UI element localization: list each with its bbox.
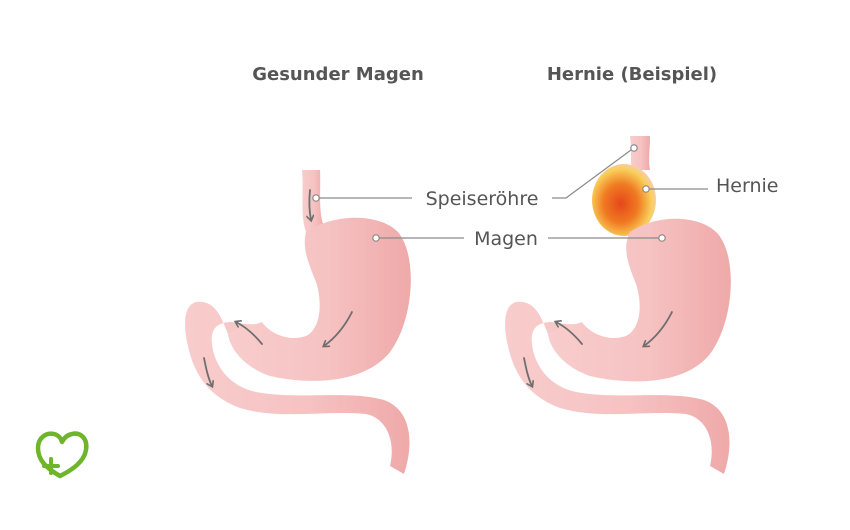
healthy-intestine <box>185 301 410 474</box>
healthy-stomach-arrow <box>324 311 353 346</box>
title-hernia: Hernie (Beispiel) <box>547 64 717 85</box>
hernia-stomach-arrow <box>644 311 673 346</box>
hernia-intestine <box>505 301 730 474</box>
healthy-esophagus <box>302 170 324 232</box>
hernia-esophagus-dot <box>630 144 638 152</box>
label-hernia: Hernie <box>716 175 778 197</box>
hernia-stomach-body <box>548 218 731 382</box>
healthy-esophagus-arrow <box>309 189 311 220</box>
leader-esophagus-hernia <box>552 149 632 199</box>
hernia-stomach <box>505 136 731 474</box>
hernia-pylorus-arrow <box>556 322 583 345</box>
healthy-stomach-body <box>228 217 411 381</box>
hernia-sac-dot <box>642 185 650 193</box>
hernia-sac <box>592 164 656 236</box>
label-stomach: Magen <box>474 228 538 250</box>
healthy-esophagus-dot <box>312 194 320 202</box>
healthy-intestine-arrow <box>203 357 212 386</box>
heart-plus-icon <box>35 431 89 479</box>
healthy-stomach <box>185 170 411 474</box>
healthy-pylorus-arrow <box>236 322 263 345</box>
title-healthy: Gesunder Magen <box>252 64 424 85</box>
healthy-stomach-dot <box>372 234 380 242</box>
hernia-stomach-dot <box>658 234 666 242</box>
hernia-esophagus <box>630 136 650 170</box>
hernia-intestine-arrow <box>523 357 532 386</box>
label-esophagus: Speiseröhre <box>426 188 539 210</box>
